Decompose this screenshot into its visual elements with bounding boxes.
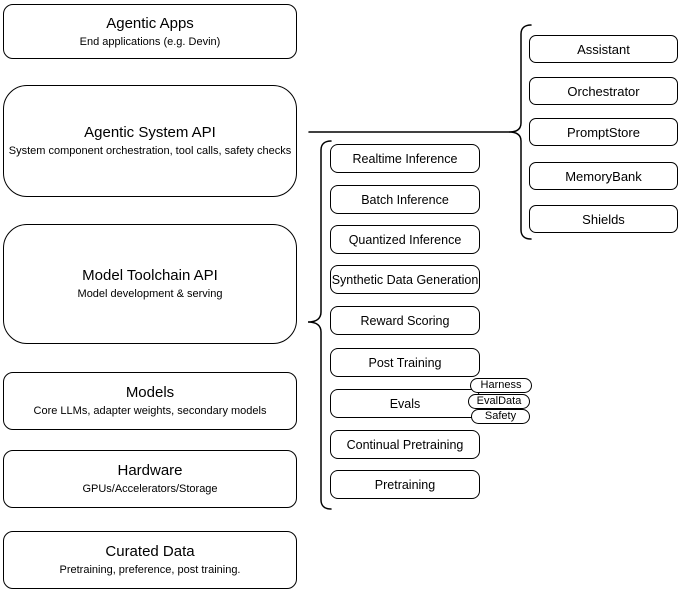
node-hardware: Hardware GPUs/Accelerators/Storage [3,450,297,508]
toolchain-brace [307,140,332,510]
node-title: Hardware [117,462,183,479]
node-subtitle: Core LLMs, adapter weights, secondary mo… [33,405,267,417]
node-subtitle: Model development & serving [77,288,223,300]
node-subtitle: System component orchestration, tool cal… [8,145,292,157]
node-models: Models Core LLMs, adapter weights, secon… [3,372,297,430]
node-synthetic-data-generation: Synthetic Data Generation [330,265,480,294]
system-components-brace [508,24,532,240]
node-model-toolchain-api: Model Toolchain API Model development & … [3,224,297,344]
node-title: Model Toolchain API [82,267,218,284]
tag-safety: Safety [471,409,530,424]
node-pretraining: Pretraining [330,470,480,499]
node-subtitle: End applications (e.g. Devin) [79,35,221,48]
node-quantized-inference: Quantized Inference [330,225,480,254]
node-continual-pretraining: Continual Pretraining [330,430,480,459]
node-agentic-system-api: Agentic System API System component orch… [3,85,297,197]
node-shields: Shields [529,205,678,233]
node-orchestrator: Orchestrator [529,77,678,105]
node-batch-inference: Batch Inference [330,185,480,214]
tag-evaldata: EvalData [468,394,530,409]
node-promptstore: PromptStore [529,118,678,146]
node-title: Agentic System API [84,124,216,141]
node-realtime-inference: Realtime Inference [330,144,480,173]
node-reward-scoring: Reward Scoring [330,306,480,335]
node-title: Agentic Apps [106,14,194,32]
node-assistant: Assistant [529,35,678,63]
node-title: Models [125,384,175,401]
node-title: Curated Data [105,543,195,560]
node-subtitle: Pretraining, preference, post training. [59,564,241,576]
node-subtitle: GPUs/Accelerators/Storage [82,483,218,495]
node-curated-data: Curated Data Pretraining, preference, po… [3,531,297,589]
node-memorybank: MemoryBank [529,162,678,190]
tag-harness: Harness [470,378,532,393]
node-agentic-apps: Agentic Apps End applications (e.g. Devi… [3,4,297,59]
node-post-training: Post Training [330,348,480,377]
node-evals: Evals [330,389,480,418]
